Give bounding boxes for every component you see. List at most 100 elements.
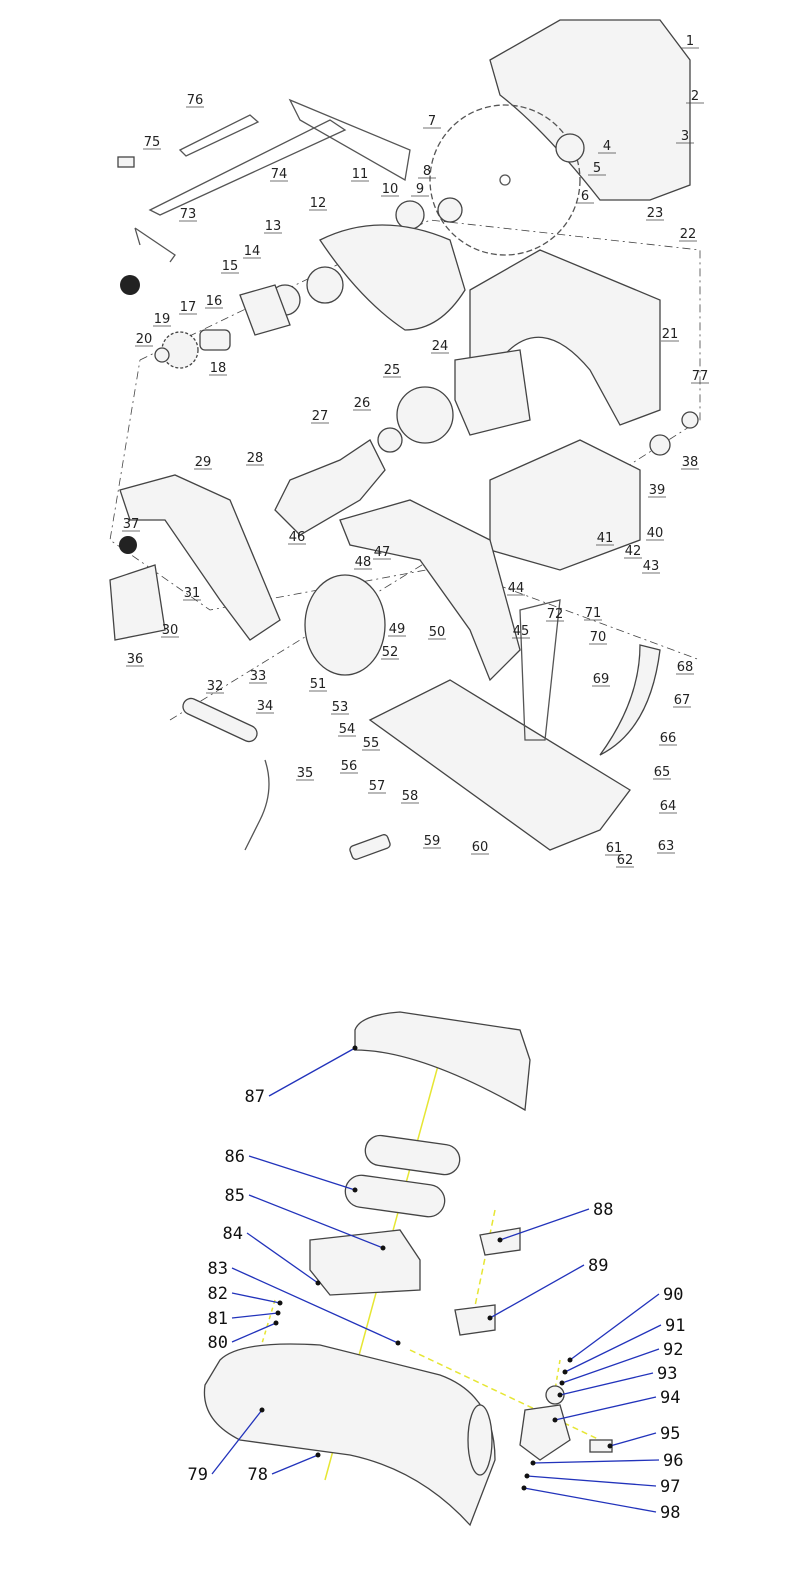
spanner: [178, 114, 260, 157]
part-label-87: 87: [245, 1087, 265, 1107]
leader-dot: [277, 1300, 283, 1306]
part-label-80: 80: [208, 1333, 228, 1353]
leader-line: [532, 1459, 660, 1464]
leader-dot: [524, 1473, 530, 1479]
leader-dot: [530, 1460, 536, 1466]
leader-dot: [275, 1310, 281, 1316]
part-label-78: 78: [248, 1465, 268, 1485]
part-label-1: 1: [686, 34, 694, 49]
battery-cover: [354, 1011, 531, 1112]
part-label-92: 92: [663, 1340, 683, 1360]
leader-line: [248, 1194, 384, 1249]
part-label-50: 50: [429, 625, 446, 640]
part-label-53: 53: [332, 700, 349, 715]
part-label-16: 16: [206, 294, 223, 309]
part-label-47: 47: [374, 545, 391, 560]
part-label-59: 59: [424, 834, 441, 849]
part-label-3: 3: [681, 129, 689, 144]
part-label-46: 46: [289, 530, 306, 545]
part-label-5: 5: [593, 161, 601, 176]
vent-cover: [304, 574, 386, 676]
part-label-40: 40: [647, 526, 664, 541]
leader-line: [246, 1232, 319, 1284]
part-label-65: 65: [654, 765, 671, 780]
part-label-36: 36: [127, 652, 144, 667]
part-label-42: 42: [625, 544, 642, 559]
battery-lower: [344, 1174, 446, 1218]
part-label-77: 77: [692, 369, 709, 384]
auxiliary-handle: [182, 697, 258, 743]
part-label-75: 75: [144, 135, 161, 150]
part-label-7: 7: [428, 114, 436, 129]
part-label-90: 90: [663, 1285, 683, 1305]
part-label-22: 22: [680, 227, 697, 242]
leader-dot: [352, 1045, 358, 1051]
part-label-34: 34: [257, 699, 274, 714]
leader-line: [564, 1324, 662, 1373]
leader-line: [609, 1432, 657, 1447]
saw-blade: [429, 104, 581, 256]
part-label-8: 8: [423, 164, 431, 179]
part-label-43: 43: [643, 559, 660, 574]
leader-line: [559, 1372, 654, 1396]
part-label-48: 48: [355, 555, 372, 570]
part-label-10: 10: [382, 182, 399, 197]
part-label-60: 60: [472, 840, 489, 855]
part-label-79: 79: [188, 1465, 208, 1485]
main-handle: [339, 499, 521, 682]
part-label-62: 62: [617, 853, 634, 868]
part-label-64: 64: [660, 799, 677, 814]
part-label-89: 89: [588, 1256, 608, 1276]
part-label-88: 88: [593, 1200, 613, 1220]
leader-line: [248, 1155, 356, 1191]
battery-holder: [309, 1229, 421, 1296]
leader-dot: [352, 1187, 358, 1193]
part-label-38: 38: [682, 455, 699, 470]
upper-blade-guard: [489, 19, 691, 201]
part-label-30: 30: [162, 623, 179, 638]
leader-dot: [562, 1369, 568, 1375]
part-label-33: 33: [250, 669, 267, 684]
part-label-28: 28: [247, 451, 264, 466]
part-label-97: 97: [660, 1477, 680, 1497]
leader-dot: [315, 1280, 321, 1286]
part-label-41: 41: [597, 531, 614, 546]
part-label-17: 17: [180, 300, 197, 315]
part-label-76: 76: [187, 93, 204, 108]
part-label-68: 68: [677, 660, 694, 675]
part-label-91: 91: [665, 1316, 685, 1336]
part-label-84: 84: [223, 1224, 243, 1244]
part-label-51: 51: [310, 677, 327, 692]
armature: [274, 439, 386, 536]
leader-dot: [259, 1407, 265, 1413]
base-plate: [368, 679, 631, 851]
part-label-24: 24: [432, 339, 449, 354]
part-label-94: 94: [660, 1388, 680, 1408]
part-label-81: 81: [208, 1309, 228, 1329]
part-label-13: 13: [265, 219, 282, 234]
part-label-71: 71: [585, 606, 602, 621]
part-label-20: 20: [136, 332, 153, 347]
part-label-4: 4: [603, 139, 611, 154]
leader-line: [554, 1396, 657, 1421]
motor-housing: [489, 439, 641, 571]
leader-line: [271, 1454, 319, 1475]
part-label-25: 25: [384, 363, 401, 378]
part-label-31: 31: [184, 586, 201, 601]
part-label-98: 98: [660, 1503, 680, 1523]
leader-line: [231, 1312, 279, 1319]
part-label-74: 74: [271, 167, 288, 182]
part-label-93: 93: [657, 1364, 677, 1384]
part-label-52: 52: [382, 645, 399, 660]
part-label-85: 85: [225, 1186, 245, 1206]
hex-key: [134, 227, 176, 263]
leader-dot: [521, 1485, 527, 1491]
part-label-54: 54: [339, 722, 356, 737]
part-label-21: 21: [662, 327, 679, 342]
part-label-15: 15: [222, 259, 239, 274]
part-label-69: 69: [593, 672, 610, 687]
leader-line: [489, 1264, 585, 1319]
leader-line: [268, 1047, 356, 1097]
part-label-19: 19: [154, 312, 171, 327]
